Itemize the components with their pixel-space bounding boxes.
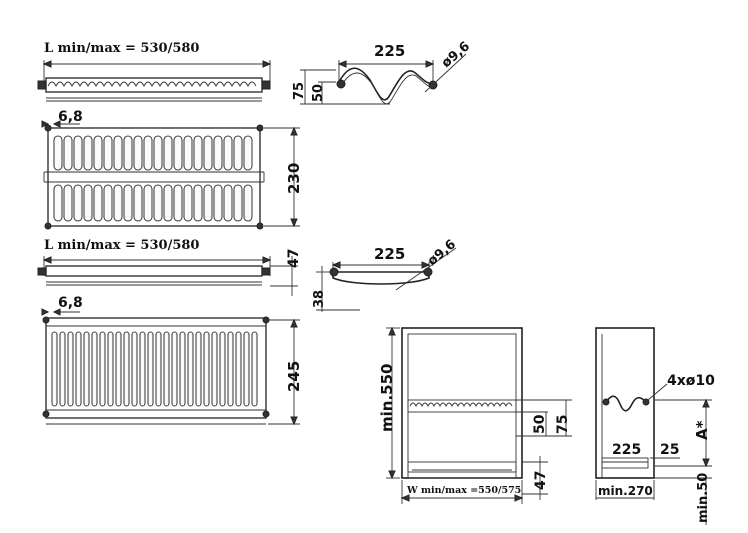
left-end-cap — [37, 80, 47, 90]
plate-profile-height-inner: 50 — [311, 84, 326, 102]
cabinet-side-view: 4xø10 A* 225 25 min.270 min.50 — [595, 327, 715, 525]
cabinet-width-label: W min/max =550/575 — [406, 485, 521, 496]
side-dim-25: 25 — [660, 442, 679, 458]
bowl-profile: 225 ø9,6 38 — [312, 237, 459, 312]
plate-front-offset: 6,8 — [58, 109, 83, 125]
bowl-rack-front-view: 6,8 — [41, 295, 303, 426]
bowl-rack-bars — [51, 331, 258, 407]
cabinet-dim-75: 75 — [555, 415, 571, 434]
side-dim-225: 225 — [612, 442, 641, 458]
plate-profile-diameter: ø9,6 — [439, 39, 473, 71]
plate-rack-top-view: L min/max = 530/580 — [37, 41, 272, 102]
cabinet-min-height: min.550 — [378, 364, 396, 432]
cabinet-dim-50: 50 — [532, 414, 548, 434]
bowl-front-offset: 6,8 — [58, 295, 83, 311]
side-min-50: min.50 — [696, 473, 711, 523]
bowl-length-label: L min/max = 530/580 — [44, 238, 199, 253]
bowl-front-height: 245 — [285, 361, 303, 392]
bowl-profile-tray — [332, 271, 430, 285]
side-min-depth: min.270 — [598, 484, 653, 498]
plate-profile-height-outer: 75 — [292, 82, 307, 100]
bowl-profile-height: 38 — [312, 290, 327, 308]
side-profile-curve — [605, 395, 647, 412]
profile-end-left — [336, 79, 346, 89]
right-end-cap — [261, 80, 271, 90]
side-dim-a: A* — [693, 420, 711, 440]
bowl-profile-diameter: ø9,6 — [425, 237, 459, 269]
side-holes-label: 4xø10 — [667, 373, 715, 389]
cabinet-front-view: min.550 50 75 47 W min/max =550/575 — [378, 326, 572, 504]
plate-profile-curve — [338, 67, 434, 101]
plate-profile-width: 225 — [374, 42, 405, 60]
bowl-rack-top-view: L min/max = 530/580 47 — [37, 238, 302, 296]
plate-rack-wave — [47, 81, 257, 88]
bowl-profile-width: 225 — [374, 245, 405, 263]
plate-slots-lower — [53, 184, 253, 222]
plate-slots-upper — [53, 135, 253, 171]
plate-front-height: 230 — [285, 163, 303, 194]
cabinet-dim-47: 47 — [533, 471, 549, 490]
plate-length-label: L min/max = 530/580 — [44, 41, 199, 56]
bowl-top-height: 47 — [286, 249, 302, 268]
plate-profile: 225 ø9,6 75 50 — [292, 39, 473, 105]
plate-rack-front-view: 6,8 — [41, 109, 303, 230]
